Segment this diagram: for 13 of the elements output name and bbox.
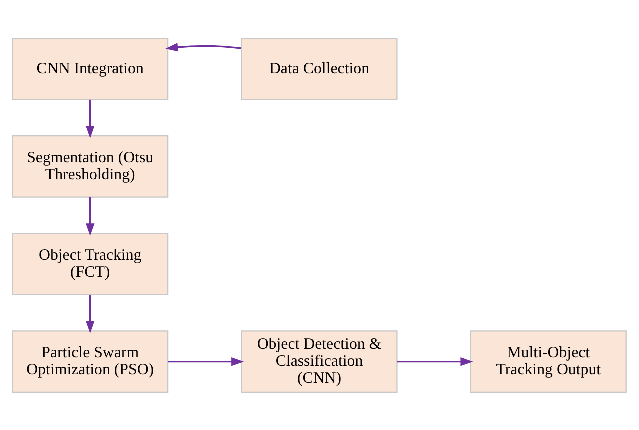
node-box: Data Collection [241,37,398,100]
arrow [86,294,95,334]
node-box: Multi-Object Tracking Output [470,330,627,393]
arrow [86,196,95,236]
node-box: Object Tracking (FCT) [12,232,169,295]
arrow [397,356,474,366]
arrow [168,356,244,366]
node-box: CNN Integration [12,37,169,100]
arrow [166,42,242,52]
node-box: Segmentation (Otsu Thresholding) [12,135,169,198]
node-box: Object Detection & Classification (CNN) [241,330,398,393]
node-box: Particle Swarm Optimization (PSO) [12,330,169,393]
arrow [86,99,95,138]
